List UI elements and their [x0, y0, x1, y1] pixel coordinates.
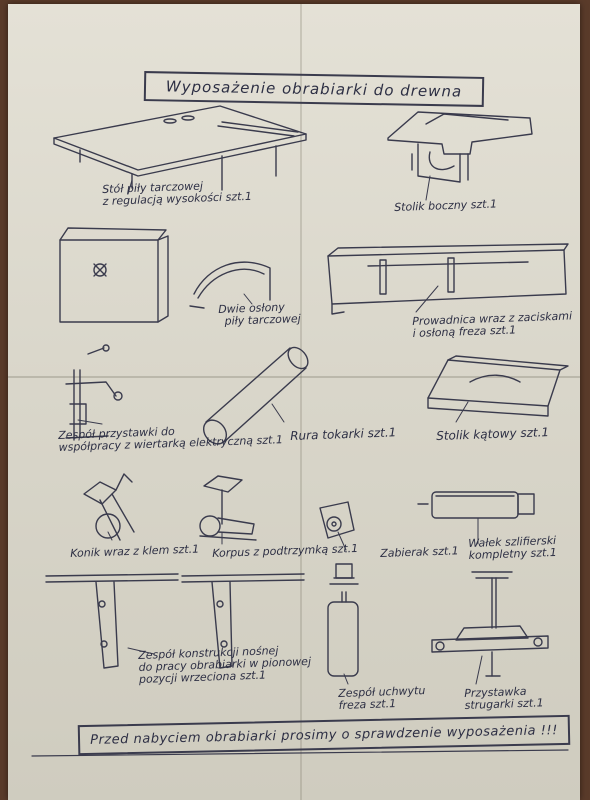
label-angle-table: Stolik kątowy szt.1 — [435, 425, 550, 443]
side-table-drawing — [387, 111, 533, 183]
fold-line-horizontal — [8, 376, 580, 378]
footer-notice: Przed nabyciem obrabiarki prosimy o spra… — [90, 722, 558, 748]
leader-lines — [77, 175, 483, 685]
document-title: Wyposażenie obrabiarki do drewna — [165, 77, 463, 101]
label-saw-guards: Dwie osłony piły tarczowej — [217, 300, 301, 328]
angle-table-drawing — [427, 355, 569, 417]
driver-drawing — [319, 501, 355, 539]
planer-attachment-drawing — [431, 571, 549, 677]
label-support-structure: Zespół konstrukcji nośnej do pracy obrab… — [137, 644, 312, 686]
cutter-chuck-drawing — [327, 563, 359, 677]
tailstock-drawing — [83, 473, 135, 541]
guard-box-drawing — [59, 227, 169, 323]
title-box: Wyposażenie obrabiarki do drewna — [143, 71, 485, 107]
label-cutter-chuck: Zespół uchwytu freza szt.1 — [337, 683, 426, 712]
grinding-roller-drawing — [417, 491, 535, 519]
saw-guards-drawing — [189, 261, 271, 309]
drill-attachment-drawing — [65, 344, 123, 441]
saw-table-drawing — [53, 105, 307, 191]
label-planer-attachment: Przystawka strugarki szt.1 — [463, 684, 544, 712]
label-grinding-roller: Wałek szlifierski kompletny szt.1 — [467, 533, 558, 562]
support-structure-drawing — [45, 573, 305, 669]
fold-line-vertical — [300, 4, 302, 800]
drawings — [31, 105, 569, 757]
label-lathe-tube: Rura tokarki szt.1 — [289, 425, 397, 443]
bottom-rule — [31, 749, 569, 757]
fence-drawing — [327, 243, 569, 315]
support-body-drawing — [199, 475, 257, 541]
lathe-tube-drawing — [202, 346, 309, 445]
document-sheet: Wyposażenie obrabiarki do drewna Stół pi… — [8, 4, 580, 800]
